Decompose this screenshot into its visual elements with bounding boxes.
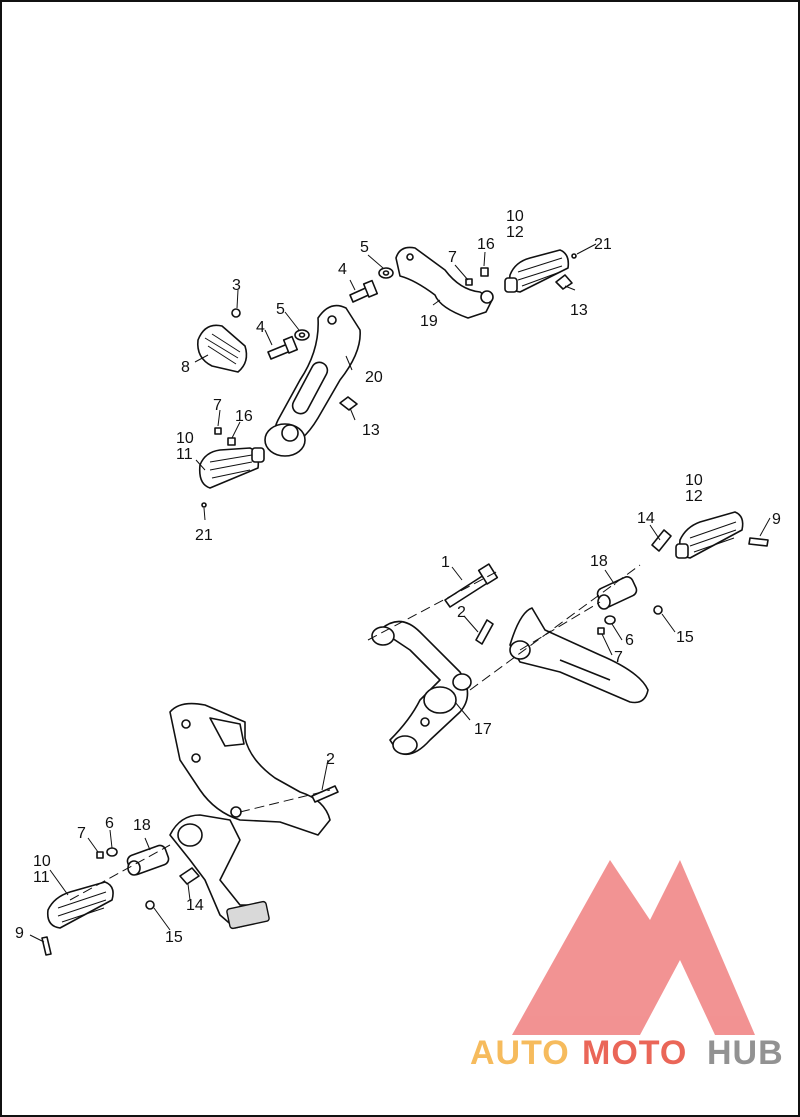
callout-9b: 9 [15, 925, 24, 942]
callout-6b: 6 [105, 815, 114, 832]
logo-text-moto: MOTO [582, 1034, 687, 1072]
part-1-bolt [444, 563, 499, 608]
callout-6a: 6 [625, 632, 634, 649]
callout-21b: 21 [594, 236, 612, 253]
part-2-bolt-lower [311, 785, 339, 803]
axis-line-2 [469, 564, 641, 691]
logo-text-hub: HUB [707, 1034, 784, 1072]
part-3-screw [231, 308, 241, 318]
part-15-clip-right [653, 605, 663, 615]
part-5-washer-left [294, 329, 310, 341]
part-15-clip-left [145, 900, 155, 910]
callout-15a: 15 [676, 629, 694, 646]
callout-10d: 10 [33, 853, 51, 870]
callout-12a: 12 [506, 224, 524, 241]
part-9-bolt-left [41, 936, 52, 956]
part-13-pin-mid [339, 396, 358, 411]
callout-2a: 2 [457, 604, 466, 621]
callout-8: 8 [181, 359, 190, 376]
callout-14b: 14 [186, 897, 204, 914]
callout-4b: 4 [338, 261, 347, 278]
part-20-bracket [274, 304, 361, 447]
footpeg-upper-right [504, 249, 570, 293]
callout-19: 19 [420, 313, 438, 330]
axis-line-3 [519, 601, 601, 651]
part-4-bolt-right [349, 279, 379, 303]
callout-16a: 16 [235, 408, 253, 425]
part-4-bolt-left [267, 335, 299, 360]
part-hub [264, 423, 306, 457]
callout-5a: 5 [276, 301, 285, 318]
part-13-pin-top [555, 274, 573, 290]
part-21-ball-lower [201, 502, 207, 508]
axis-line-5 [69, 844, 171, 901]
callout-12b: 12 [685, 488, 703, 505]
part-14-pin-left [179, 867, 200, 885]
callout-10c: 10 [685, 472, 703, 489]
part-14-pin-right [651, 529, 672, 552]
part-5-washer-right [378, 267, 394, 279]
callout-7b: 7 [448, 249, 457, 266]
watermark-logo: AUTO MOTO HUB [470, 860, 784, 1072]
callout-10b: 10 [506, 208, 524, 225]
callout-20: 20 [365, 369, 383, 386]
callout-2b: 2 [326, 751, 335, 768]
callout-9a: 9 [772, 511, 781, 528]
footpeg-right [675, 511, 744, 559]
part-7-nut-right [597, 627, 605, 635]
part-21-ball-top [571, 253, 577, 259]
part-8-pad [196, 324, 248, 373]
part-7-nut-left [96, 851, 104, 859]
footpeg-left [46, 881, 114, 929]
leader-lines [29, 243, 771, 943]
axis-line-1 [367, 569, 501, 641]
callout-11b: 11 [33, 869, 50, 886]
part-2-bolt-upper [475, 619, 494, 645]
part-9-bolt-right [748, 537, 769, 547]
callout-4a: 4 [256, 319, 265, 336]
part-brake-lever [169, 814, 270, 930]
part-18-clevis-left [126, 844, 170, 876]
callout-18b: 18 [133, 817, 151, 834]
logo-triangle-icon [512, 860, 755, 1035]
callouts: 3 8 4 5 20 4 5 7 16 13 10 11 21 7 16 19 … [15, 208, 781, 946]
axis-line-4 [239, 789, 331, 813]
part-7-nut-top [465, 278, 473, 286]
callout-7c: 7 [614, 649, 623, 666]
callout-18a: 18 [590, 553, 608, 570]
callout-11a: 11 [176, 446, 193, 463]
part-frame-plate [169, 702, 331, 836]
part-6-washer-right [604, 615, 616, 625]
callout-3: 3 [232, 277, 241, 294]
callout-10a: 10 [176, 430, 194, 447]
part-6-washer-left [106, 847, 118, 857]
callout-7a: 7 [213, 397, 222, 414]
part-16-clip-top [480, 267, 489, 277]
part-19-bracket [395, 246, 494, 319]
callout-1: 1 [441, 554, 450, 571]
callout-15b: 15 [165, 929, 183, 946]
callout-13a: 13 [362, 422, 380, 439]
part-17-bracket [371, 620, 472, 756]
callout-14a: 14 [637, 510, 655, 527]
logo-text-auto: AUTO [470, 1034, 570, 1072]
part-7-nut-upper [214, 427, 222, 435]
callout-17: 17 [474, 721, 492, 738]
part-16-clip-upper [227, 437, 236, 446]
callout-7d: 7 [77, 825, 86, 842]
part-18-clevis-right [596, 576, 638, 610]
callout-5b: 5 [360, 239, 369, 256]
footpeg-upper-left [198, 447, 265, 489]
callout-21a: 21 [195, 527, 213, 544]
callout-13b: 13 [570, 302, 588, 319]
callout-16b: 16 [477, 236, 495, 253]
